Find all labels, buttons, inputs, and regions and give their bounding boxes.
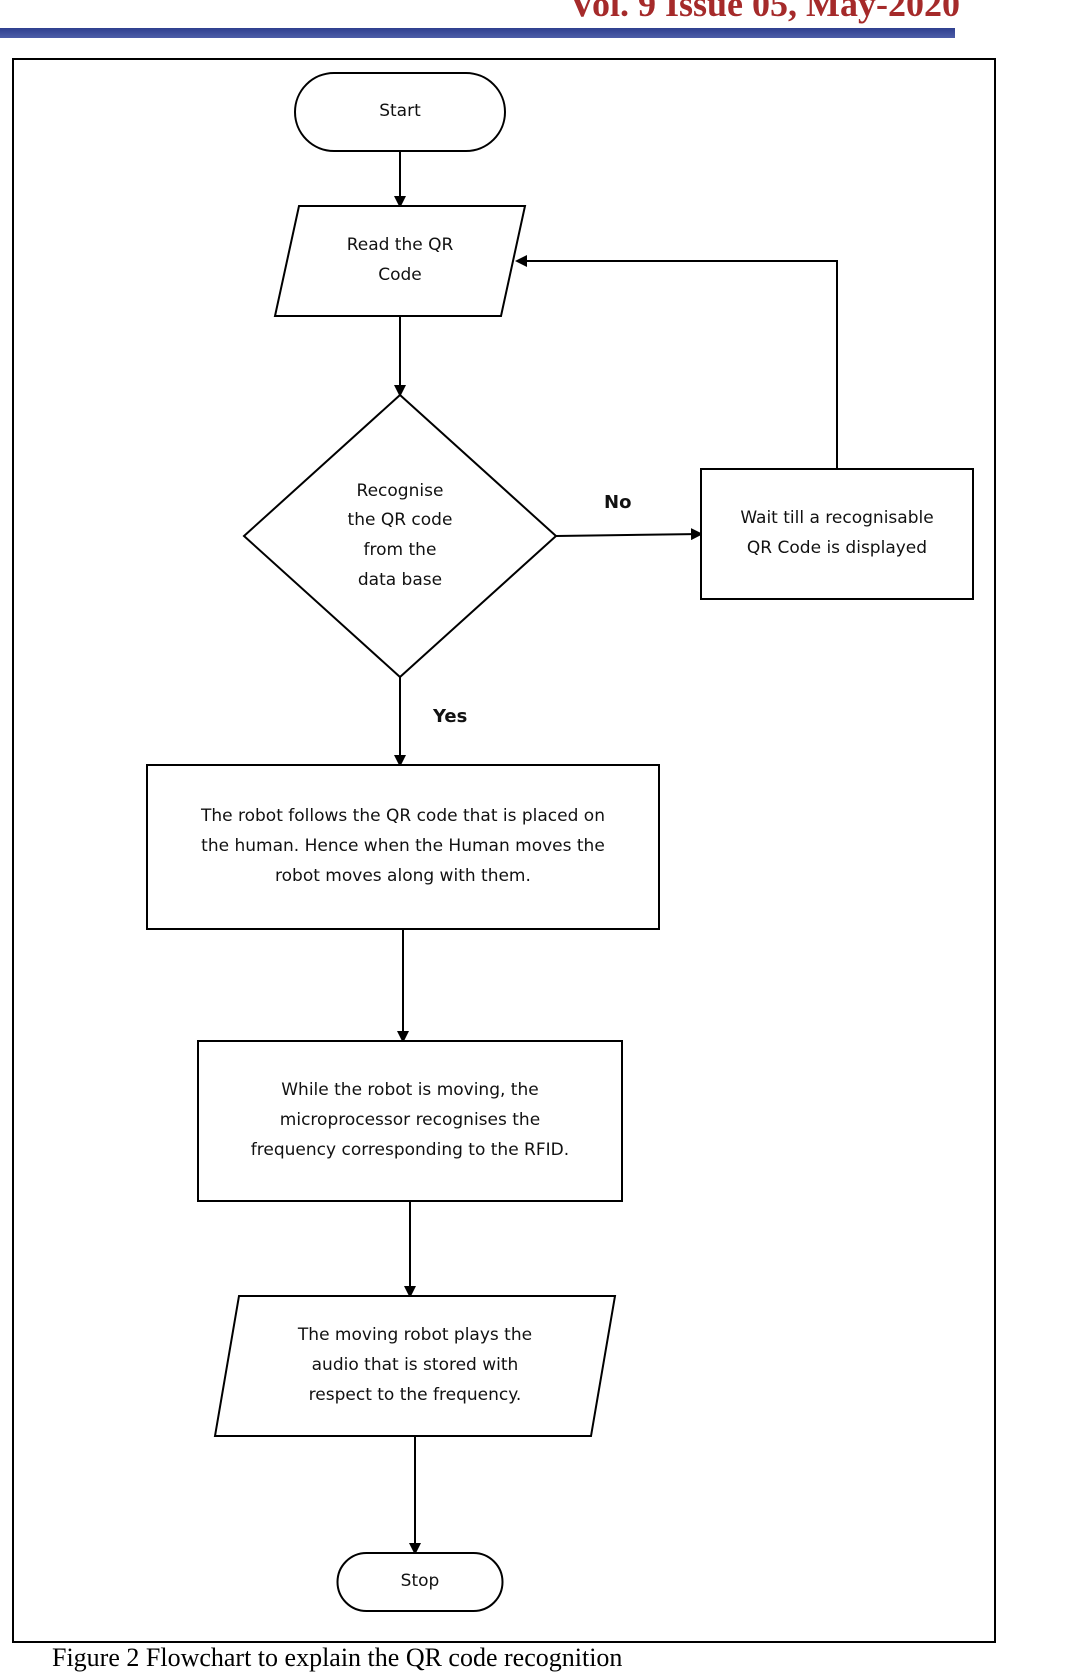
node-shape-stop <box>336 1552 504 1612</box>
node-shape-recognise <box>242 393 558 679</box>
figure-caption: Figure 2 Flowchart to explain the QR cod… <box>52 1643 623 1672</box>
node-shape-start <box>294 72 506 152</box>
flowchart-shapes <box>146 72 974 1612</box>
node-shape-follow <box>146 764 660 930</box>
edge-label-yes: Yes <box>433 706 468 727</box>
node-label-stop: Stop <box>400 1571 440 1592</box>
node-shape-read_qr <box>273 205 527 317</box>
figure-frame <box>12 58 996 1643</box>
node-shape-frequency <box>197 1040 623 1202</box>
node-label-start: Start <box>379 101 421 122</box>
journal-issue-header: Vol. 9 Issue 05, May-2020 <box>569 0 960 24</box>
node-shape-wait <box>700 468 974 600</box>
header-rule <box>0 28 955 38</box>
edge-wait-to-read_qr <box>515 255 838 469</box>
edge-label-no: No <box>604 492 632 513</box>
flowchart-edges <box>394 151 838 1555</box>
node-shape-play_audio <box>213 1295 617 1437</box>
node-label-follow: The robot follows the QR code that is pl… <box>200 806 605 886</box>
edge-recognise-to-wait <box>555 528 703 541</box>
